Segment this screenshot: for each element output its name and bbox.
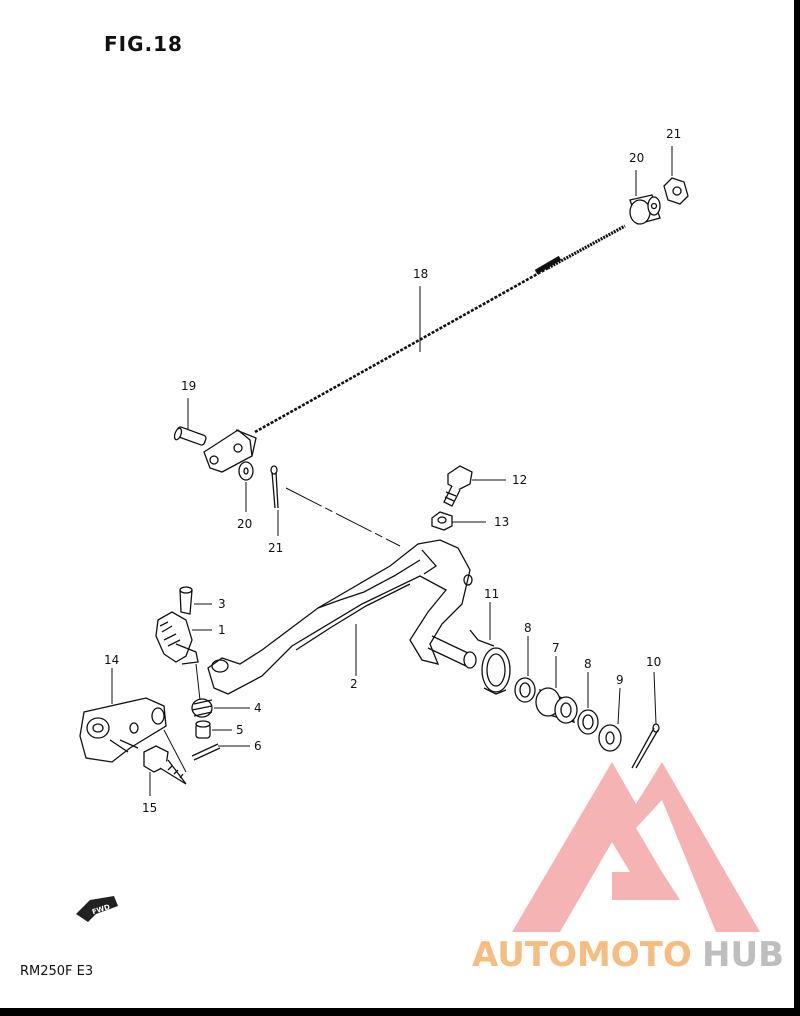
return-spring-11 (469, 629, 511, 695)
callout-5: 5 (236, 723, 244, 737)
oring-8b (577, 709, 599, 735)
scan-border-right (794, 0, 800, 1016)
callout-2: 2 (350, 677, 358, 691)
callout-4: 4 (254, 701, 262, 715)
callout-7: 7 (552, 641, 560, 655)
callout-numbers: 21 20 18 19 20 21 12 13 11 8 7 8 9 10 2 … (104, 127, 681, 815)
fwd-arrow-icon: FWD (76, 896, 118, 922)
brake-rod-16 (254, 224, 626, 434)
callout-9: 9 (616, 673, 624, 687)
callout-21: 21 (666, 127, 681, 141)
callout-13: 13 (494, 515, 509, 529)
bush-7 (535, 687, 578, 724)
callout-3: 3 (218, 597, 226, 611)
washer-18 (238, 461, 254, 481)
callout-19: 21 (268, 541, 283, 555)
bolt-15 (143, 745, 187, 785)
brake-pedal-2 (207, 539, 477, 695)
callout-6: 6 (254, 739, 262, 753)
callout-11: 11 (484, 587, 499, 601)
callout-1: 1 (218, 623, 226, 637)
callout-8b: 8 (584, 657, 592, 671)
oring-8a (514, 677, 536, 703)
callout-10: 10 (646, 655, 661, 669)
adjuster-20 (629, 194, 661, 225)
bolt-12 (443, 465, 473, 507)
clevis-yoke (203, 429, 257, 473)
logo-text-a: AUTOMOTO (472, 935, 692, 975)
callout-17: 19 (181, 379, 196, 393)
collar-5 (195, 720, 211, 739)
bracket-14 (79, 697, 167, 763)
cotter-pin-19 (270, 465, 279, 509)
washer-9 (598, 724, 622, 752)
automotohub-logo: AUTOMOTO HUB (472, 762, 784, 975)
callout-15: 15 (142, 801, 157, 815)
nut-13 (431, 511, 453, 531)
callout-12: 12 (512, 473, 527, 487)
callout-14: 14 (104, 653, 119, 667)
pedal-tip-1 (155, 611, 199, 665)
callout-8a: 8 (524, 621, 532, 635)
model-code: RM250F E3 (20, 964, 94, 979)
cotter-pin-6 (191, 743, 221, 761)
logo-text-b: HUB (702, 935, 784, 975)
callout-18: 20 (237, 517, 252, 531)
pin-3 (179, 586, 193, 615)
callout-16: 18 (413, 267, 428, 281)
clevis-pin-17 (173, 426, 207, 446)
figure-title: FIG.18 (104, 32, 183, 56)
scan-border-bottom (0, 1008, 800, 1016)
cotter-pin-10 (631, 723, 660, 769)
callout-20: 20 (629, 151, 644, 165)
leader-lines (111, 146, 673, 796)
nut-21 (663, 177, 689, 205)
